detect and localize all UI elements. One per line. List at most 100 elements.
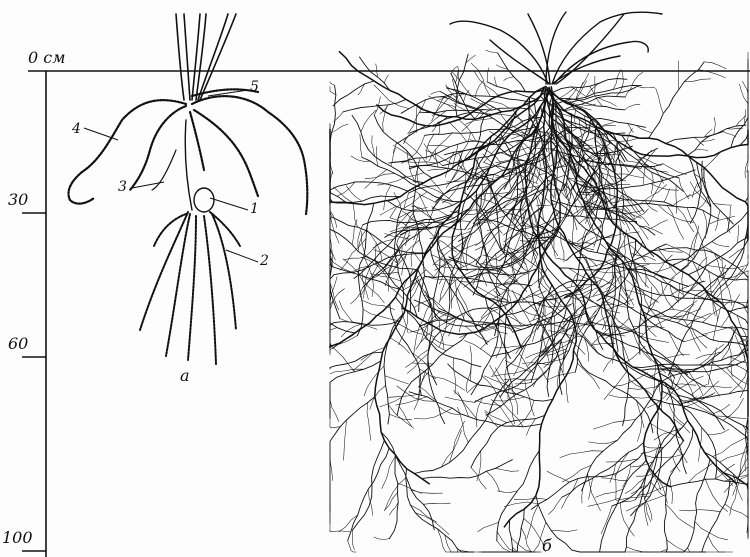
fibrous-root [551,530,577,532]
fibrous-root [365,170,387,189]
fibrous-root [475,271,490,279]
scale-label-100: 100 [2,530,33,546]
fibrous-root [330,277,337,303]
fibrous-root [680,510,721,512]
fibrous-root [670,477,673,504]
fibrous-root [518,400,534,426]
fibrous-root [446,85,457,99]
fibrous-root [705,477,728,512]
fibrous-root [384,185,391,210]
fibrous-root [688,548,700,552]
fibrous-root [645,549,667,552]
callout-5: 5 [250,80,259,94]
fibrous-root [623,464,631,487]
fibrous-root [399,406,412,426]
fibrous-root [435,149,438,167]
fibrous-root [731,101,748,148]
fibrous-root [687,189,701,197]
fibrous-root [667,205,684,239]
fibrous-root [487,471,500,491]
fibrous-root [376,147,378,167]
fibrous-root [380,397,402,407]
fibrous-root [723,398,744,420]
fibrous-root [374,537,390,539]
fibrous-root [409,392,541,427]
fibrous-root [577,226,602,243]
plant-b-stems [450,12,662,84]
plant-b-fibrous-roots [330,50,748,552]
fibrous-root [339,515,358,532]
fibrous-root [514,498,547,499]
fibrous-root [694,226,699,259]
plant-a-stems [176,14,236,100]
fibrous-root [654,428,682,441]
fibrous-root [482,509,524,552]
fibrous-root [656,88,664,113]
fibrous-root [639,157,661,166]
plant-a-nodal-roots [69,89,308,214]
fibrous-root [548,497,562,514]
fibrous-root [493,520,513,552]
fibrous-root [624,346,645,363]
fibrous-root [410,505,436,522]
fibrous-root [425,269,537,278]
fibrous-root [385,376,408,384]
fibrous-root [457,288,474,322]
fibrous-root [490,365,507,392]
fibrous-root [666,132,723,144]
fibrous-root [414,408,452,419]
fibrous-root [560,451,603,458]
fibrous-root [574,350,653,433]
fibrous-root [420,387,437,401]
fibrous-root [333,81,374,106]
fibrous-root [439,318,444,349]
fibrous-root [348,541,357,552]
fibrous-root [445,535,459,552]
fibrous-root [608,138,638,141]
fibrous-root [575,110,576,124]
fibrous-root [505,361,530,372]
fibrous-root [666,504,695,529]
fibrous-root [385,478,406,511]
fibrous-root [476,398,483,427]
fibrous-root [353,203,358,227]
fibrous-root [626,547,650,552]
fibrous-root [538,280,553,297]
fibrous-root [389,414,411,420]
fibrous-root [726,271,748,278]
fibrous-root [664,428,693,552]
fibrous-root [378,177,407,185]
fibrous-root [730,480,740,515]
fibrous-root [351,156,370,161]
fibrous-root [632,72,643,85]
fibrous-root [396,126,426,145]
fibrous-root [416,104,417,133]
fibrous-root [561,367,569,403]
fibrous-root [632,364,737,367]
fibrous-root [713,204,731,206]
fibrous-root [633,332,651,361]
fibrous-root [631,485,647,493]
fibrous-root [339,52,543,120]
fibrous-root [352,530,354,550]
fibrous-root [738,225,739,242]
fibrous-root [521,528,531,553]
fibrous-root [475,72,500,97]
fibrous-root [388,405,414,429]
fibrous-root [601,478,627,481]
fibrous-root [330,399,339,421]
fibrous-root [625,104,640,110]
fibrous-root [612,314,643,334]
fibrous-root [330,531,351,532]
fibrous-root [364,266,371,299]
fibrous-root [740,321,748,339]
fibrous-root [449,122,467,142]
callout-4: 4 [72,122,81,136]
fibrous-root [471,467,486,489]
fibrous-root [725,504,748,517]
fibrous-root [620,503,634,536]
fibrous-root [498,491,518,492]
fibrous-root [667,540,697,552]
fibrous-root [380,206,396,215]
